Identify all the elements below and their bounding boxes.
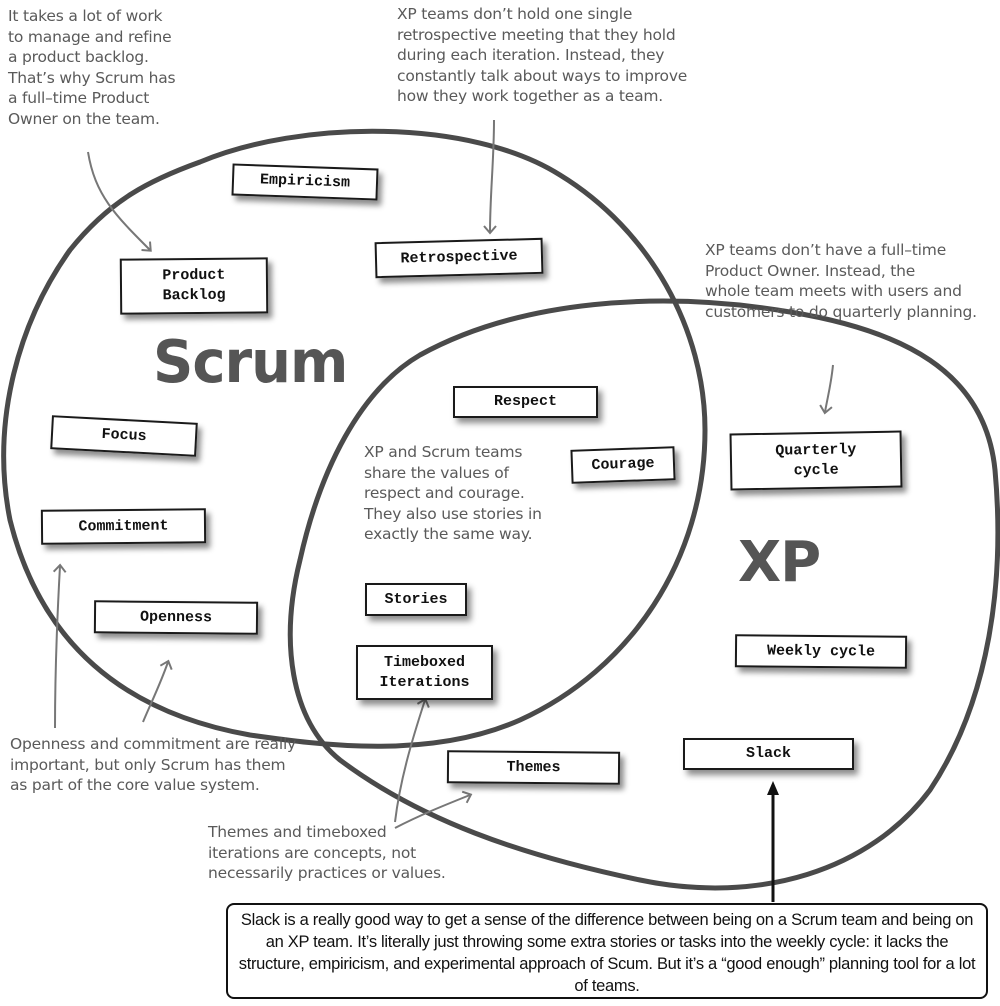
note-retrospective: XP teams don’t hold one single retrospec… [397,5,688,105]
label-weekly-cycle: Weekly cycle [734,634,908,669]
label-openness: Openness [93,600,259,635]
arrow-themes [394,790,473,829]
scrum-set-title: Scrum [153,328,348,397]
note-themes-timeboxed: Themes and timeboxed iterations are conc… [208,823,446,882]
label-quarterly-cycle: Quarterly cycle [729,430,903,491]
arrow-openness [142,659,173,723]
arrow-timeboxed [394,697,430,823]
note-quarterly: XP teams don’t have a full–time Product … [705,241,977,321]
label-commitment: Commitment [40,508,207,545]
label-themes: Themes [446,750,621,785]
xp-set-title: XP [738,530,821,595]
label-timeboxed-iterations: Timeboxed Iterations [356,645,493,700]
label-respect: Respect [453,386,598,418]
arrow-retrospective [483,119,497,235]
slack-callout-box: Slack is a really good way to get a sens… [226,903,988,999]
scrum-circle [1,128,708,749]
label-courage: Courage [570,446,676,484]
label-product-backlog: Product Backlog [119,257,269,315]
arrow-commitment [52,563,67,729]
note-openness-commitment: Openness and commitment are really impor… [10,735,297,794]
label-retrospective: Retrospective [374,237,544,279]
label-empiricism: Empiricism [231,163,379,201]
xp-circle [287,298,1000,891]
label-slack: Slack [683,738,854,770]
note-product-owner: It takes a lot of work to manage and ref… [8,7,176,128]
label-stories: Stories [365,583,467,616]
note-shared-values: XP and Scrum teams share the values of r… [364,443,542,543]
arrow-quarterly [819,364,834,415]
arrow-product-owner [87,151,152,252]
